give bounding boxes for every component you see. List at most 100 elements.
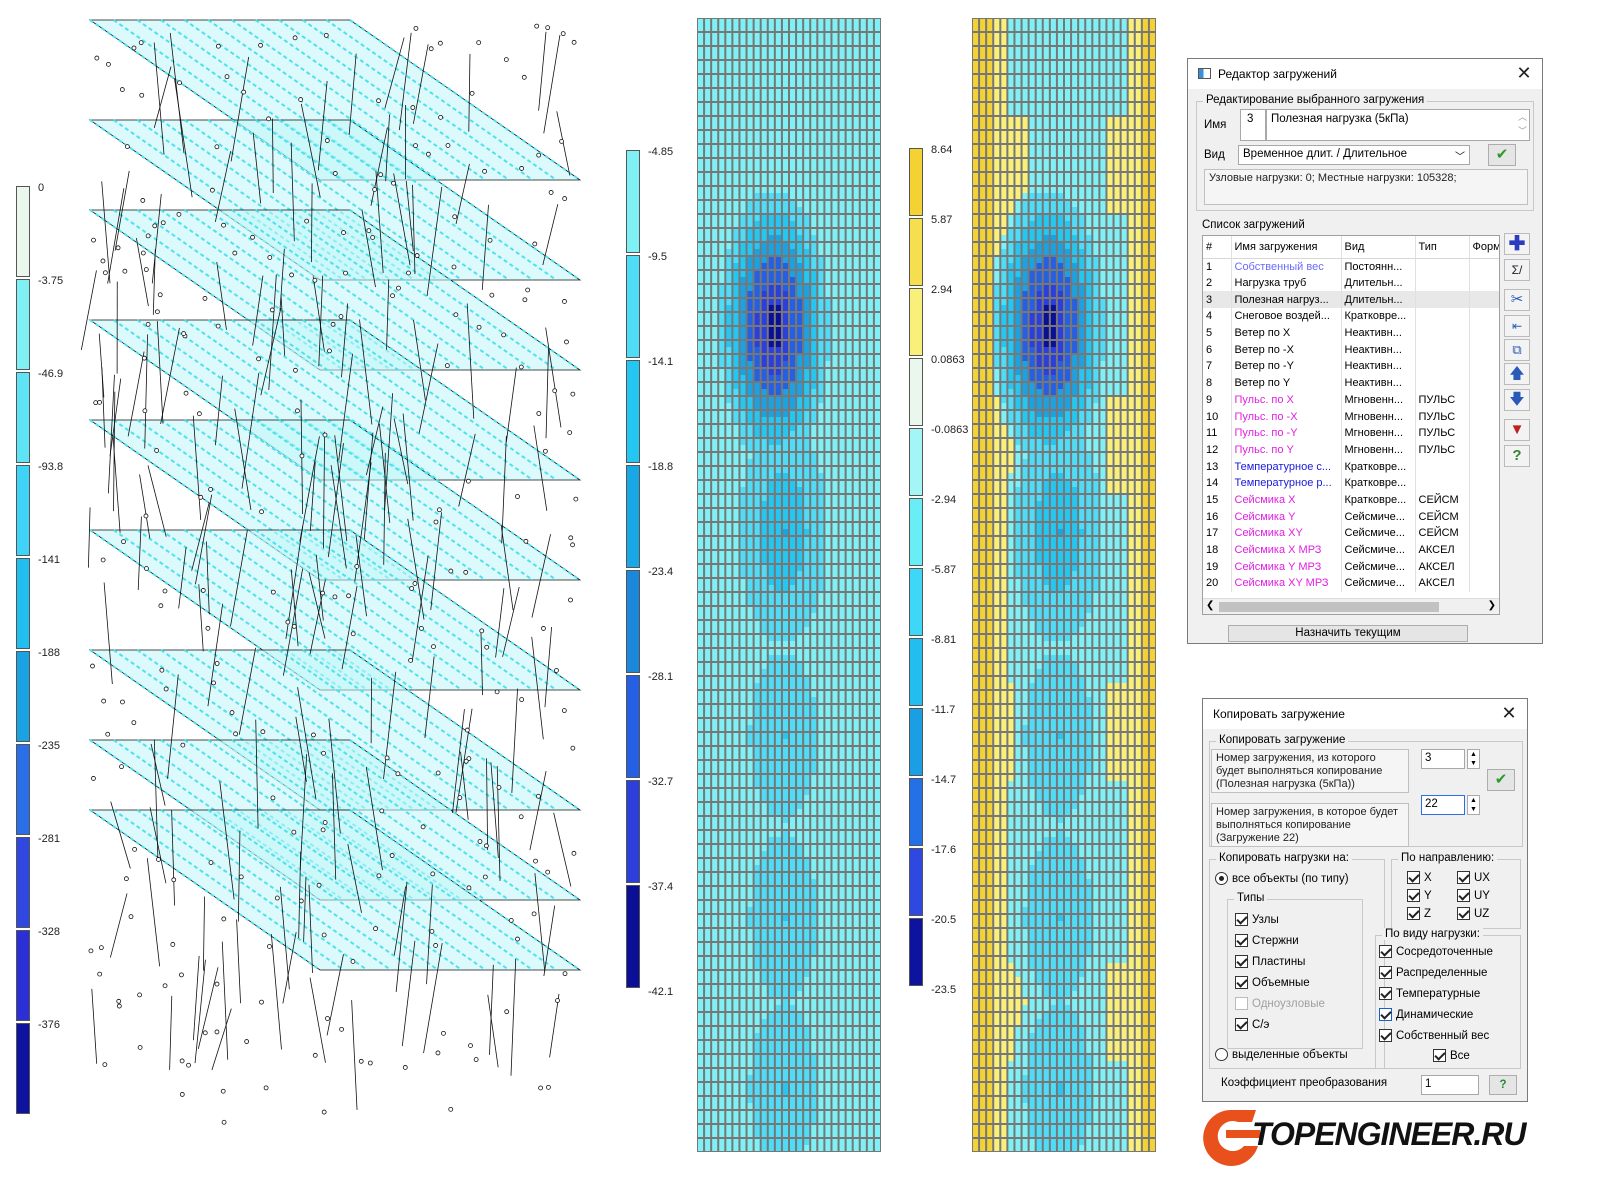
plate-cell [852,81,861,89]
plate-cell [704,333,712,341]
plate-cell [781,536,790,544]
plate-cell [852,291,861,299]
plate-cell [767,200,776,208]
plate-cell [704,207,712,215]
plate-cell [725,1117,733,1125]
legend-swatch [909,778,923,846]
frame-node [183,390,189,396]
plate-cell [774,508,783,516]
plate-cell [711,690,719,698]
plate-cell [810,130,818,138]
plate-cell [725,921,733,929]
plate-cell [711,851,719,859]
frame-node [571,850,577,856]
plate-cell [1141,25,1150,33]
plate-cell [767,634,776,642]
plate-cell [1028,18,1036,26]
plate-cell [746,326,754,334]
plate-cell [817,543,825,551]
plate-cell [1127,25,1136,33]
plate-cell [859,1082,868,1090]
frame-node [142,408,148,414]
plate-cell [1035,18,1044,26]
plate-cell [767,1012,776,1020]
plate-cell [704,564,712,572]
plate-cell [739,1005,747,1013]
plate-cell [852,270,861,278]
plate-cell [739,529,747,537]
plate-cell [767,1138,776,1146]
plate-cell [852,438,861,446]
plate-cell [774,284,783,292]
plate-cell [803,753,811,761]
plate-cell [704,963,712,971]
frame-node [406,270,411,276]
plate-cell [866,1117,875,1125]
plate-cell [767,963,776,971]
plate-cell [767,18,776,26]
plate-cell [831,277,839,285]
plate-cell [789,1040,797,1048]
plate-cell [845,641,853,649]
plate-cell [852,144,861,152]
frame-member [384,393,394,511]
plate-cell [852,305,861,313]
plate-cell [746,88,754,96]
plate-cell [789,543,797,551]
plate-cell [789,606,797,614]
plate-cell [725,165,733,173]
legend-label: 0 [38,182,45,194]
plate-cell [774,977,783,985]
slab-mesh-line [254,809,487,971]
plate-cell [704,193,712,201]
plate-cell [732,564,740,572]
plate-cell [732,928,740,936]
plate-cell [746,207,754,215]
plate-cell [767,683,776,691]
plate-cell [803,802,811,810]
plate-cell [781,249,790,257]
plate-cell [803,795,811,803]
frame-member [260,308,282,396]
plate-cell [796,970,804,978]
plate-cell [838,1082,846,1090]
plate-cell [838,1110,846,1118]
plate-cell [767,158,776,166]
plate-cell [831,249,839,257]
plate-cell [718,620,726,628]
plate-cell [831,102,839,110]
plate-cell [760,88,769,96]
plate-cell [711,109,719,117]
plate-cell [831,585,839,593]
frame-node [128,914,134,920]
frame-node [451,264,457,270]
plate-cell [697,774,705,782]
plate-cell [831,592,839,600]
plate-cell [845,571,853,579]
plate-cell [859,81,868,89]
frame-node [437,40,443,46]
plate-cell [866,683,875,691]
plate-cell [746,501,754,509]
plate-cell [774,900,783,908]
plate-cell [718,977,726,985]
plate-cell [831,1047,839,1055]
plate-cell [767,949,776,957]
plate-cell [873,319,881,327]
plate-cell [873,662,881,670]
plate-cell [838,879,846,887]
plate-cell [817,102,825,110]
plate-cell [739,1061,747,1069]
plate-cell [704,1012,712,1020]
plate-cell [789,487,797,495]
plate-cell [845,1103,853,1111]
plate-cell [838,725,846,733]
frame-node [159,667,165,673]
plate-cell [817,977,825,985]
plate-cell [711,1110,719,1118]
plate-cell [796,704,804,712]
plate-cell [697,991,705,999]
plate-cell [810,326,818,334]
plate-cell [774,347,783,355]
plate-cell [732,508,740,516]
